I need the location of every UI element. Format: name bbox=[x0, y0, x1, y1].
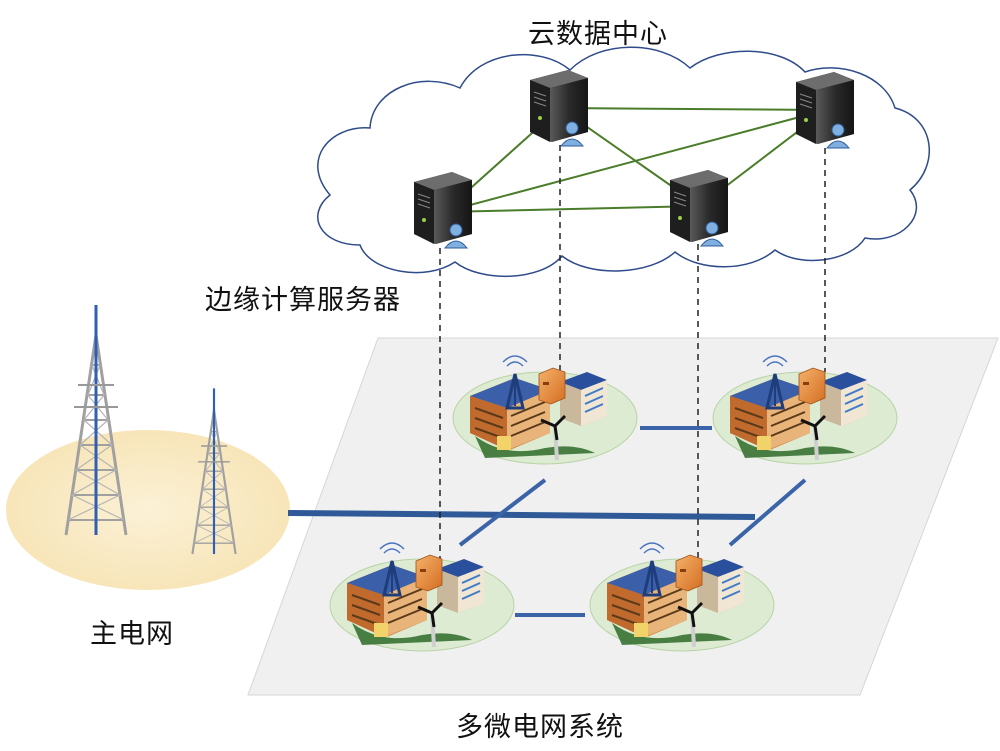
main-power-line bbox=[287, 510, 756, 520]
power-line-right bbox=[728, 478, 807, 547]
edge-server-label: 边缘计算服务器 bbox=[205, 285, 401, 316]
main-grid-zone bbox=[6, 430, 290, 590]
cloud-data-center-label: 云数据中心 bbox=[528, 19, 668, 50]
multi-microgrid-label: 多微电网系统 bbox=[456, 712, 624, 743]
power-line-left bbox=[458, 478, 547, 547]
edge-links bbox=[439, 145, 826, 565]
main-grid-label: 主电网 bbox=[90, 619, 174, 650]
